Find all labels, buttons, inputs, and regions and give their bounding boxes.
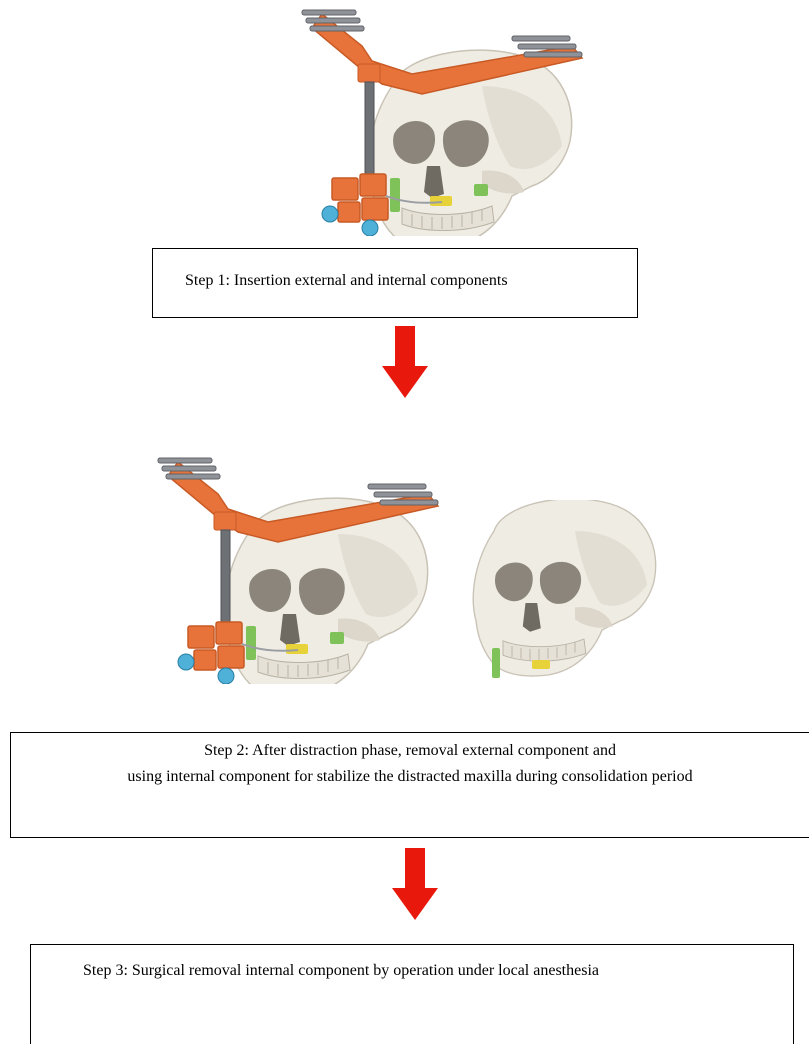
skull-distractor-figure-2	[118, 454, 448, 684]
step-3-text: Step 3: Surgical removal internal compon…	[83, 959, 599, 983]
down-arrow-1	[382, 326, 428, 398]
step-2-box: Step 2: After distraction phase, removal…	[10, 732, 809, 838]
down-arrow-2	[392, 848, 438, 920]
step-2-text-line-1: Step 2: After distraction phase, removal…	[11, 739, 809, 763]
step-1-text: Step 1: Insertion external and internal …	[185, 269, 508, 293]
skull-internal-only-figure	[420, 500, 660, 700]
step-2-text-line-2: using internal component for stabilize t…	[11, 765, 809, 789]
step-3-box: Step 3: Surgical removal internal compon…	[30, 944, 794, 1044]
step-1-box: Step 1: Insertion external and internal …	[152, 248, 638, 318]
skull-distractor-figure-1	[262, 6, 592, 236]
